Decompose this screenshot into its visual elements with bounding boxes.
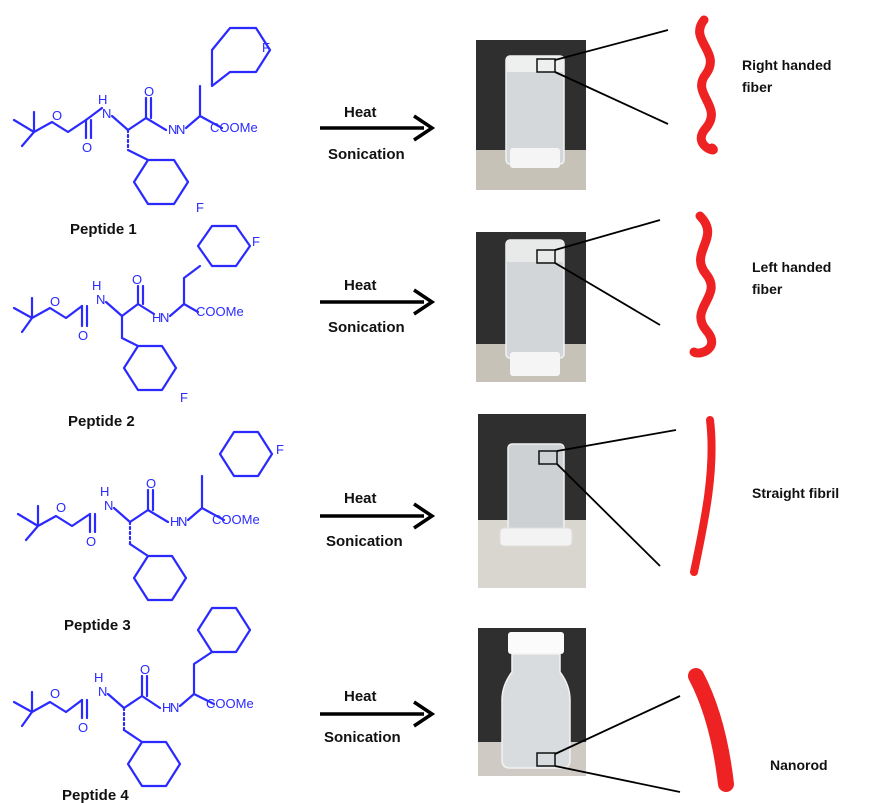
left-handed-fiber xyxy=(689,211,717,358)
oxygen-atom: O xyxy=(50,294,60,309)
peptide-label: Peptide 2 xyxy=(68,413,135,430)
amide-hydrogen: H xyxy=(162,700,171,715)
step-sonication: Sonication xyxy=(328,146,405,163)
oxygen-atom: O xyxy=(140,662,150,677)
row-3: O O H N O H N COOMe F Peptide 3 Heat Son… xyxy=(16,414,839,634)
oxygen-atom: O xyxy=(146,476,156,491)
oxygen-atom: O xyxy=(86,534,96,549)
oxygen-atom: O xyxy=(52,108,62,123)
step-sonication: Sonication xyxy=(326,533,403,550)
oxygen-atom: O xyxy=(144,84,154,99)
step-heat: Heat xyxy=(344,277,377,294)
amide-hydrogen: H xyxy=(100,484,109,499)
step-sonication: Sonication xyxy=(324,729,401,746)
nitrogen-atom: N xyxy=(176,122,185,137)
process-arrow: Heat Sonication xyxy=(320,688,436,746)
ester-group: COOMe xyxy=(212,512,260,527)
oxygen-atom: O xyxy=(78,720,88,735)
structure-label-line-2: fiber xyxy=(742,79,773,95)
vial-photo-1 xyxy=(476,40,586,190)
fluorine-substituent: F xyxy=(196,200,204,215)
nitrogen-atom: N xyxy=(96,292,105,307)
fluorine-substituent: F xyxy=(262,40,270,55)
step-heat: Heat xyxy=(344,104,377,121)
amide-hydrogen: H xyxy=(152,310,161,325)
nitrogen-atom: N xyxy=(160,310,169,325)
vial-photo-4 xyxy=(478,628,586,776)
row-2: O O H N O H N COOMe F F Peptide 2 Heat S… xyxy=(12,211,831,430)
oxygen-atom: O xyxy=(132,272,142,287)
fluorine-substituent: F xyxy=(276,442,284,457)
oxygen-atom: O xyxy=(78,328,88,343)
nitrogen-atom: H xyxy=(98,92,107,107)
fluorine-substituent: F xyxy=(180,390,188,405)
nanorod xyxy=(688,668,734,792)
nitrogen-atom: N xyxy=(178,514,187,529)
process-arrow: Heat Sonication xyxy=(320,277,436,336)
nitrogen-atom: N xyxy=(102,106,111,121)
row-1: O O H N O N N COOMe F F Peptide 1 Heat xyxy=(12,15,831,238)
structure-label-line-1: Nanorod xyxy=(770,757,828,773)
vial-photo-2 xyxy=(476,232,586,382)
vial-photo-3 xyxy=(478,414,586,588)
molecule-peptide-1: O O H N O N N COOMe F F xyxy=(12,26,272,215)
straight-fibril xyxy=(690,416,716,576)
structure-label-line-1: Left handed xyxy=(752,259,831,275)
step-heat: Heat xyxy=(344,688,377,705)
molecule-peptide-3: O O H N O H N COOMe F xyxy=(16,430,284,602)
step-heat: Heat xyxy=(344,490,377,507)
row-4: O O H N O H N COOMe Peptide 4 Heat Sonic… xyxy=(12,606,828,803)
amide-hydrogen: H xyxy=(94,670,103,685)
process-arrow: Heat Sonication xyxy=(320,490,436,550)
oxygen-atom: O xyxy=(50,686,60,701)
nitrogen-atom: N xyxy=(104,498,113,513)
amide-hydrogen: H xyxy=(92,278,101,293)
structure-label-line-1: Right handed xyxy=(742,57,831,73)
amide-hydrogen: H xyxy=(170,514,179,529)
fluorine-substituent: F xyxy=(252,234,260,249)
oxygen-atom: O xyxy=(56,500,66,515)
peptide-label: Peptide 3 xyxy=(64,617,131,634)
nitrogen-atom: N xyxy=(98,684,107,699)
peptide-label: Peptide 1 xyxy=(70,221,137,238)
ester-group: COOMe xyxy=(210,120,258,135)
molecule-peptide-4: O O H N O H N COOMe xyxy=(12,606,254,788)
ester-group: COOMe xyxy=(206,696,254,711)
ester-group: COOMe xyxy=(196,304,244,319)
structure-label-line-2: fiber xyxy=(752,281,783,297)
peptide-label: Peptide 4 xyxy=(62,787,129,803)
nitrogen-atom: N xyxy=(168,122,177,137)
nitrogen-atom: N xyxy=(170,700,179,715)
right-handed-fiber xyxy=(695,15,718,155)
structure-label-line-1: Straight fibril xyxy=(752,485,839,501)
molecule-peptide-2: O O H N O H N COOMe F F xyxy=(12,224,260,405)
oxygen-atom: O xyxy=(82,140,92,155)
step-sonication: Sonication xyxy=(328,319,405,336)
process-arrow: Heat Sonication xyxy=(320,104,436,163)
